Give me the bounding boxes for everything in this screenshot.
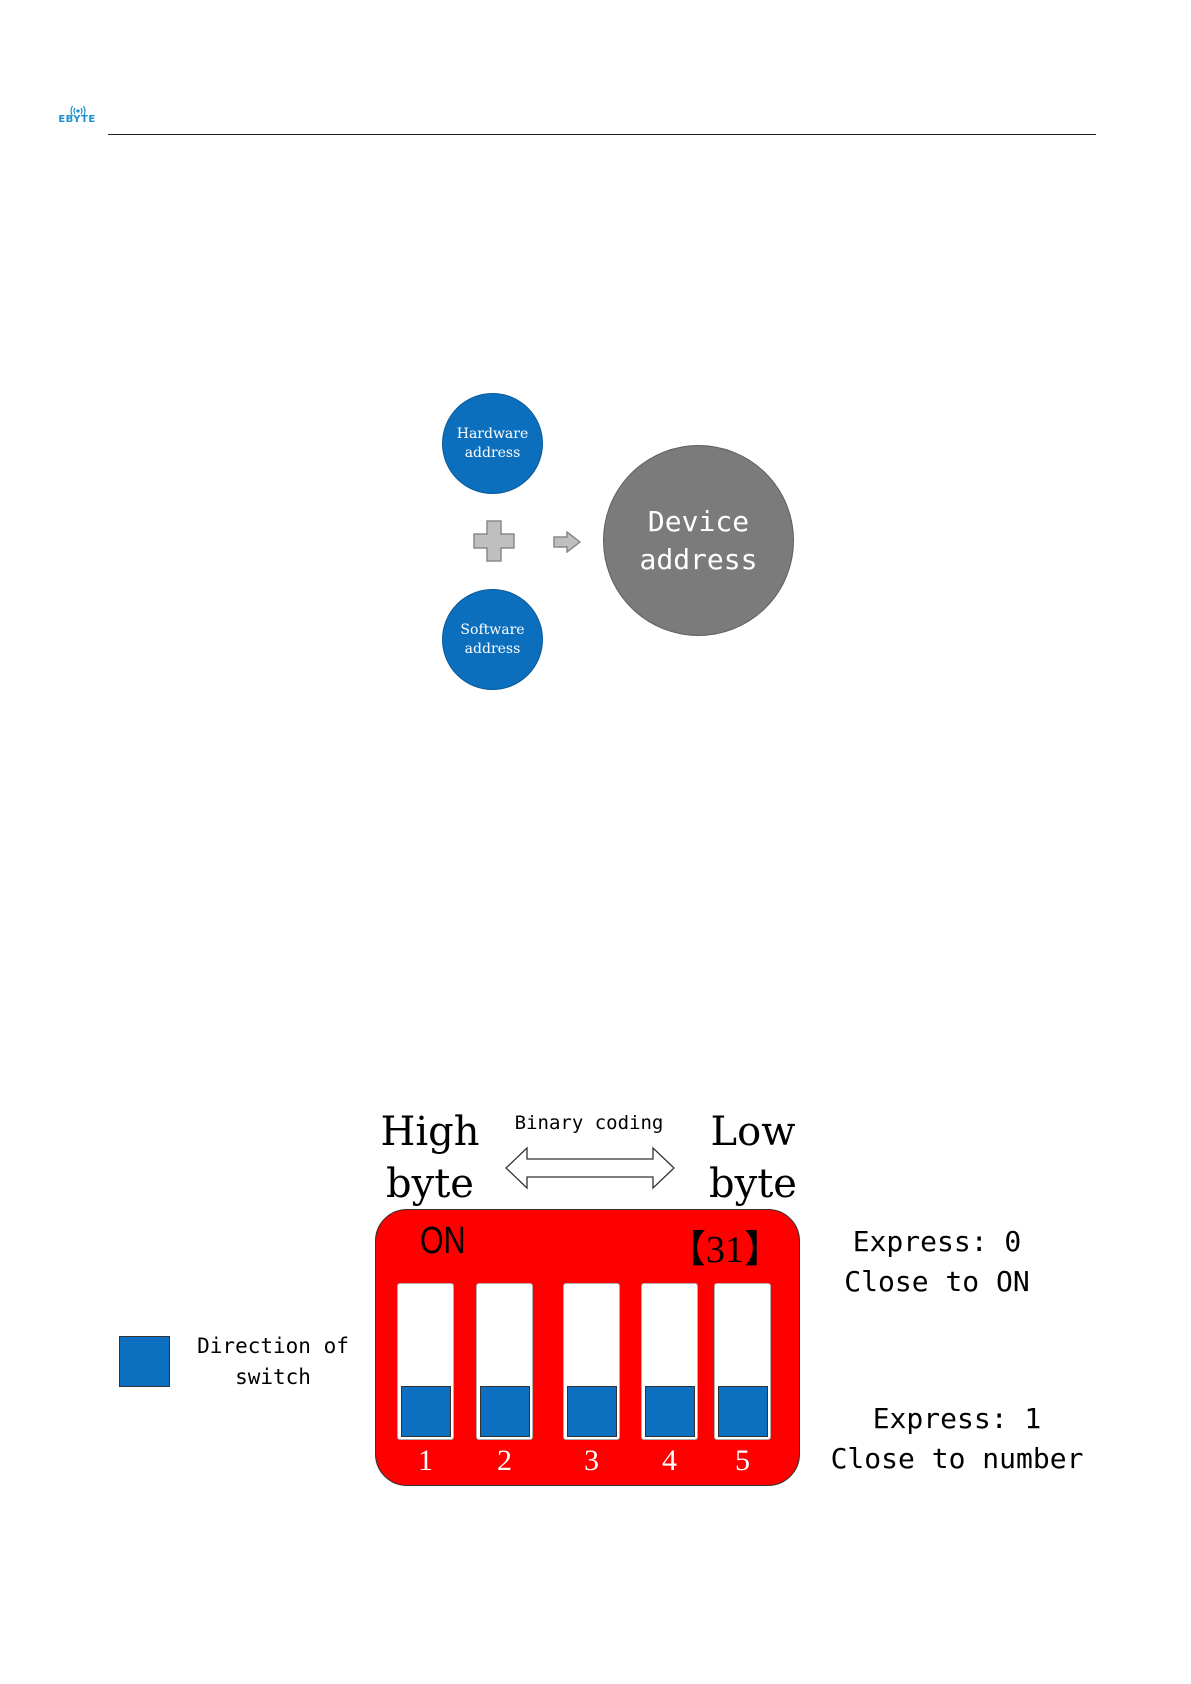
low-byte-label: Low byte [698, 1106, 808, 1210]
software-address-line1: Software [460, 621, 524, 640]
switch-number-3: 3 [563, 1444, 620, 1478]
high-byte-line1: High [375, 1106, 485, 1158]
switch-number-1: 1 [397, 1444, 454, 1478]
dip-switch-knob[interactable] [401, 1386, 451, 1437]
switch-direction-legend-square [119, 1336, 170, 1387]
arrow-right-icon [553, 531, 581, 553]
dip-switch-1[interactable] [397, 1283, 454, 1440]
dip-switch-5[interactable] [714, 1283, 771, 1440]
dip-switch-2[interactable] [476, 1283, 533, 1440]
express-one-note: Express: 1 Close to number [822, 1399, 1092, 1479]
double-arrow-icon [505, 1145, 675, 1191]
dip-switch-4[interactable] [641, 1283, 698, 1440]
hardware-address-circle: Hardware address [442, 393, 543, 494]
switch-number-4: 4 [641, 1444, 698, 1478]
switch-number-2: 2 [476, 1444, 533, 1478]
dip-switch-3[interactable] [563, 1283, 620, 1440]
express-one-line1: Express: 1 [822, 1399, 1092, 1439]
dip-switch-knob[interactable] [480, 1386, 530, 1437]
legend-line1: Direction of [188, 1331, 358, 1362]
legend-line2: switch [188, 1362, 358, 1393]
logo-text: EBYTE [52, 114, 102, 125]
on-label: ON [420, 1220, 466, 1263]
dip-switch-knob[interactable] [718, 1386, 768, 1437]
express-zero-line2: Close to ON [812, 1262, 1062, 1302]
high-byte-line2: byte [375, 1158, 485, 1210]
header-divider [108, 134, 1096, 135]
device-address-circle: Device address [603, 445, 794, 636]
hardware-address-line2: address [457, 444, 529, 463]
low-byte-line1: Low [698, 1106, 808, 1158]
low-byte-line2: byte [698, 1158, 808, 1210]
device-address-line2: address [639, 541, 757, 579]
device-address-line1: Device [639, 503, 757, 541]
software-address-line2: address [460, 640, 524, 659]
switch-number-5: 5 [714, 1444, 771, 1478]
software-address-circle: Software address [442, 589, 543, 690]
express-zero-line1: Express: 0 [812, 1222, 1062, 1262]
dip-switch-knob[interactable] [567, 1386, 617, 1437]
value-label: 【31】 [668, 1218, 782, 1273]
dip-switch-knob[interactable] [645, 1386, 695, 1437]
express-one-line2: Close to number [822, 1439, 1092, 1479]
express-zero-note: Express: 0 Close to ON [812, 1222, 1062, 1302]
high-byte-label: High byte [375, 1106, 485, 1210]
hardware-address-line1: Hardware [457, 425, 529, 444]
switch-direction-legend: Direction of switch [188, 1331, 358, 1393]
plus-icon [473, 520, 515, 562]
binary-coding-label: Binary coding [505, 1112, 673, 1134]
